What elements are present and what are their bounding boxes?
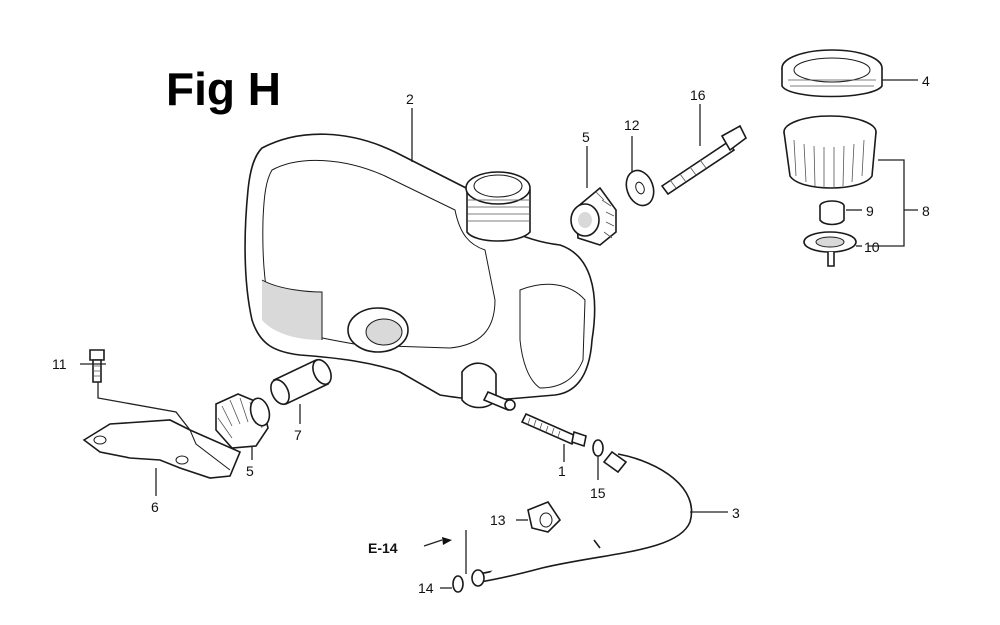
bracket-bolt	[89, 349, 105, 383]
hose-clamp	[527, 501, 562, 533]
leader-lines	[80, 79, 918, 589]
fuel-tank	[244, 133, 596, 412]
grommet-upper	[570, 186, 617, 246]
callout-10: 10	[864, 239, 880, 255]
figure-title: Fig H	[166, 63, 281, 115]
callout-5-upper: 5	[582, 129, 590, 145]
hose-clip-upper	[592, 439, 604, 457]
callout-15: 15	[590, 485, 606, 501]
sleeve-tube	[270, 358, 332, 406]
callout-11: 11	[52, 356, 67, 372]
callout-6: 6	[151, 499, 159, 515]
callout-4: 4	[922, 73, 930, 89]
callout-8: 8	[922, 203, 930, 219]
callout-5-lower: 5	[246, 463, 254, 479]
callout-16: 16	[690, 87, 706, 103]
callout-13: 13	[490, 512, 506, 528]
mounting-bracket	[82, 419, 242, 479]
reference-label: E-14	[368, 540, 398, 556]
bolt-long	[660, 124, 748, 196]
callout-9: 9	[866, 203, 874, 219]
hose-clip-lower	[452, 575, 464, 593]
grommet-lower	[215, 393, 271, 449]
washer	[625, 169, 655, 207]
callout-1: 1	[558, 463, 566, 479]
cap-seal-ring	[781, 49, 883, 98]
callout-3: 3	[732, 505, 740, 521]
callout-14: 14	[418, 580, 434, 596]
cap-gasket	[803, 231, 857, 267]
fuel-cap	[783, 115, 877, 189]
tank-bolt	[520, 412, 587, 448]
cap-filter	[819, 200, 845, 226]
callout-12: 12	[624, 117, 640, 133]
fuel-hose	[471, 450, 693, 587]
callout-2: 2	[406, 91, 414, 107]
callout-7: 7	[294, 427, 302, 443]
